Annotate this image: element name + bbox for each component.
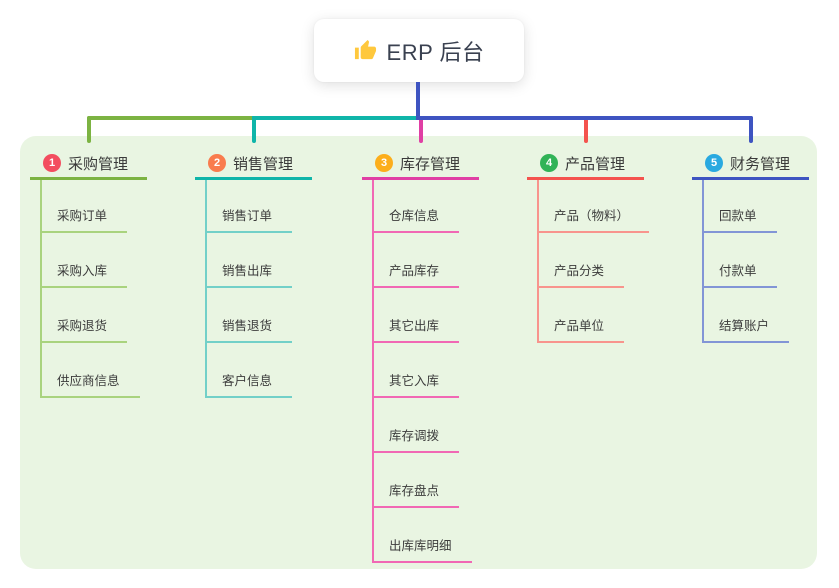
child-node: 产品分类 — [537, 233, 625, 288]
branch-2-child-spine — [205, 180, 207, 398]
child-node-label: 回款单 — [719, 209, 757, 223]
child-node: 结算账户 — [702, 288, 790, 343]
connector-drop-4 — [583, 116, 588, 143]
child-node-label: 仓库信息 — [389, 209, 440, 223]
child-node-label: 出库库明细 — [389, 539, 452, 553]
child-node: 付款单 — [702, 233, 777, 288]
child-node: 客户信息 — [205, 343, 293, 398]
root-node: ERP 后台 — [314, 19, 524, 82]
child-node-label: 其它出库 — [389, 319, 440, 333]
child-node-label: 付款单 — [719, 264, 757, 278]
thumbs-up-icon — [354, 39, 376, 60]
child-node: 供应商信息 — [40, 343, 140, 398]
child-node-label: 采购订单 — [57, 209, 108, 223]
branch-node-4: 4 产品管理 — [527, 149, 644, 180]
branch-number-badge: 5 — [705, 154, 723, 172]
branch-title-label: 产品管理 — [565, 155, 626, 173]
child-node-label: 产品单位 — [554, 319, 605, 333]
child-node-label: 销售订单 — [222, 209, 273, 223]
connector-trunk-blue — [416, 116, 753, 120]
child-node: 销售订单 — [205, 178, 293, 233]
connector-drop-1 — [86, 116, 91, 143]
child-node: 销售出库 — [205, 233, 293, 288]
child-node: 采购订单 — [40, 178, 128, 233]
child-node-label: 产品（物料） — [554, 209, 630, 223]
child-node-label: 销售出库 — [222, 264, 273, 278]
branch-1-child-spine — [40, 180, 42, 398]
branch-5-child-spine — [702, 180, 704, 343]
branch-3-child-spine — [372, 180, 374, 563]
connector-trunk-teal — [251, 116, 420, 120]
child-node-label: 结算账户 — [719, 319, 770, 333]
child-node: 出库库明细 — [372, 508, 472, 563]
child-node: 库存盘点 — [372, 453, 460, 508]
branch-number-badge: 1 — [43, 154, 61, 172]
branch-4-child-spine — [537, 180, 539, 343]
branch-number-badge: 2 — [208, 154, 226, 172]
branch-title-label: 财务管理 — [730, 155, 791, 173]
connector-drop-2 — [251, 116, 256, 143]
branch-number-badge: 4 — [540, 154, 558, 172]
connector-drop-5 — [748, 116, 753, 143]
branch-title-label: 库存管理 — [400, 155, 461, 173]
child-node-label: 产品分类 — [554, 264, 605, 278]
child-node-label: 其它入库 — [389, 374, 440, 388]
child-node-label: 采购入库 — [57, 264, 108, 278]
child-node-label: 销售退货 — [222, 319, 273, 333]
child-node: 仓库信息 — [372, 178, 460, 233]
root-title: ERP 后台 — [386, 39, 485, 65]
branch-number-badge: 3 — [375, 154, 393, 172]
child-node: 采购入库 — [40, 233, 128, 288]
connector-trunk-green — [86, 116, 254, 120]
child-node: 库存调拨 — [372, 398, 460, 453]
child-node: 其它入库 — [372, 343, 460, 398]
branch-title-label: 销售管理 — [233, 155, 294, 173]
child-node-label: 库存盘点 — [389, 484, 440, 498]
child-node: 销售退货 — [205, 288, 293, 343]
child-node-label: 库存调拨 — [389, 429, 440, 443]
connector-drop-3 — [418, 118, 423, 143]
child-node: 产品（物料） — [537, 178, 650, 233]
child-node-label: 产品库存 — [389, 264, 440, 278]
branch-node-5: 5 财务管理 — [692, 149, 809, 180]
child-node: 采购退货 — [40, 288, 128, 343]
child-node-label: 供应商信息 — [57, 374, 120, 388]
child-node: 产品单位 — [537, 288, 625, 343]
child-node: 回款单 — [702, 178, 777, 233]
branches-panel — [20, 136, 817, 569]
branch-title-label: 采购管理 — [68, 155, 129, 173]
child-node: 其它出库 — [372, 288, 460, 343]
child-node: 产品库存 — [372, 233, 460, 288]
child-node-label: 客户信息 — [222, 374, 273, 388]
connector-root-vertical — [416, 82, 420, 120]
child-node-label: 采购退货 — [57, 319, 108, 333]
branch-node-3: 3 库存管理 — [362, 149, 479, 180]
branch-node-1: 1 采购管理 — [30, 149, 147, 180]
branch-node-2: 2 销售管理 — [195, 149, 312, 180]
